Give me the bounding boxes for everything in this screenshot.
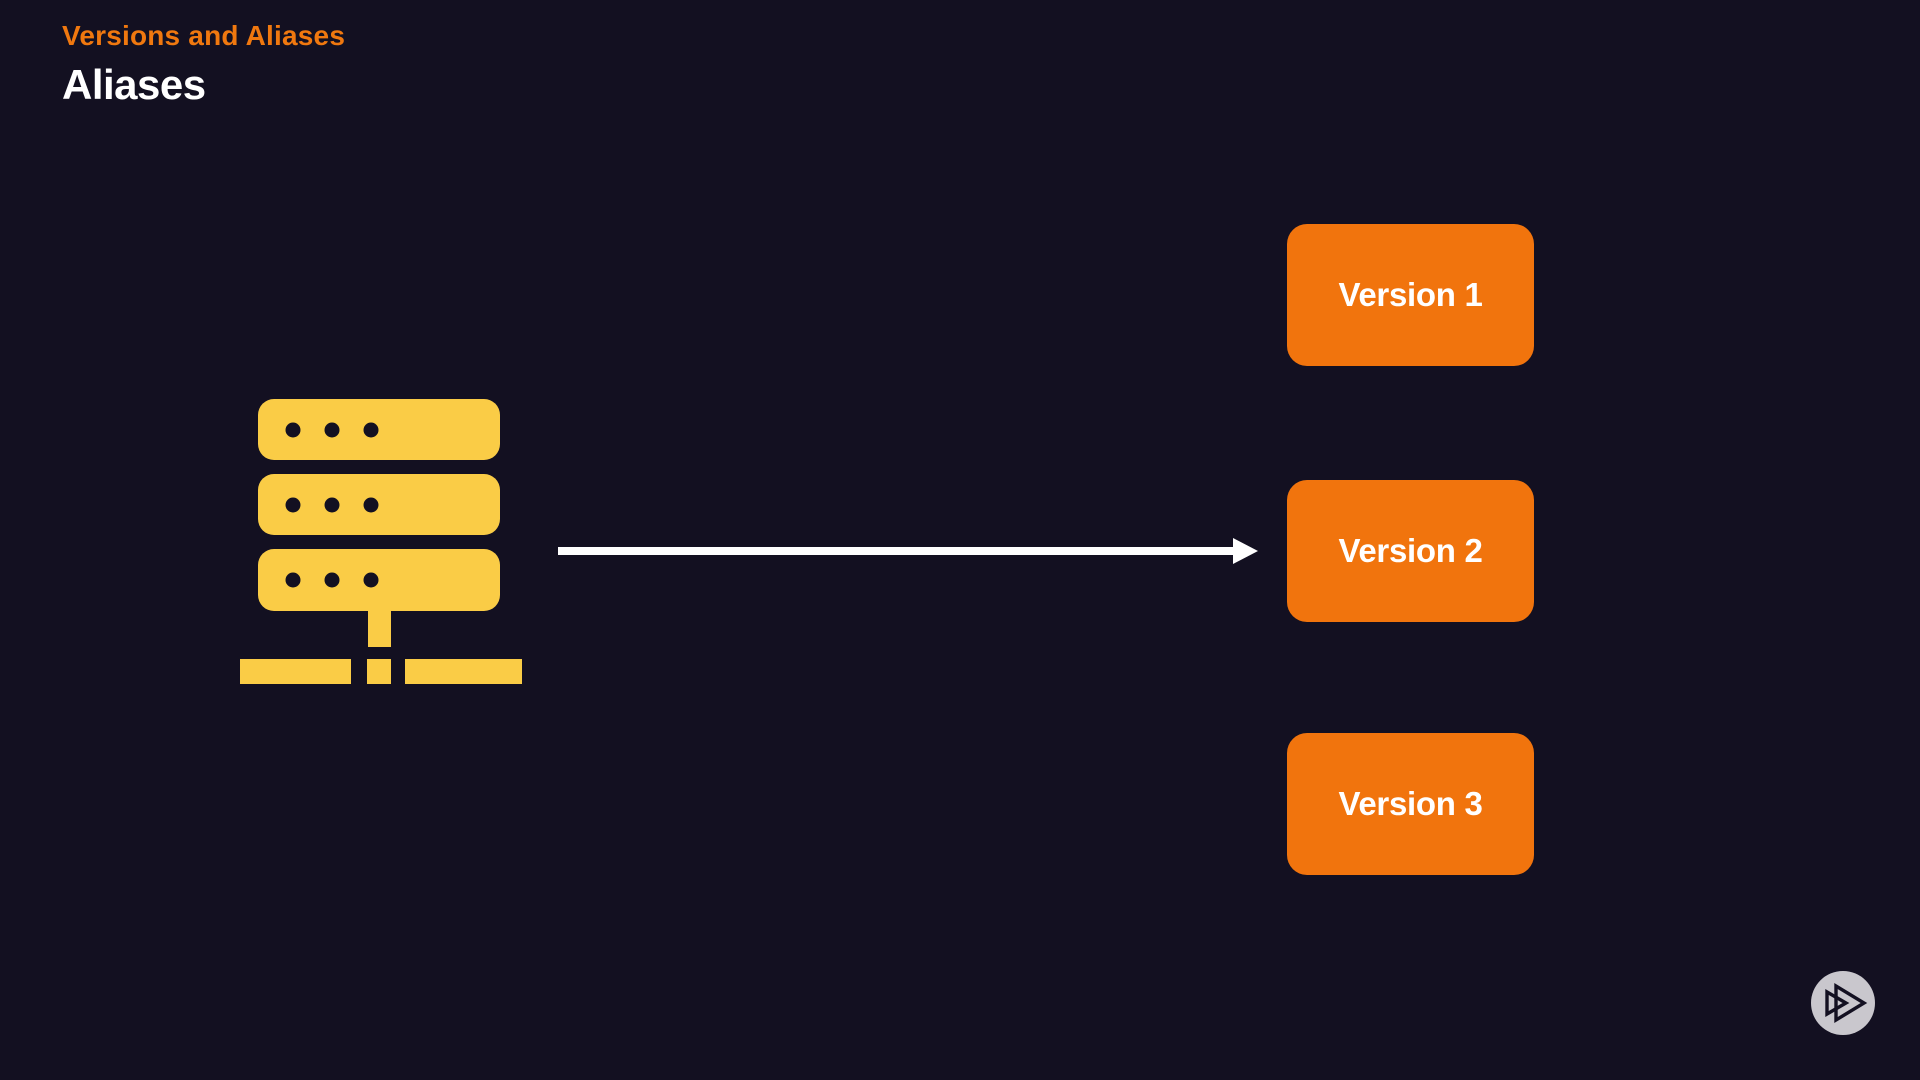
server-base <box>240 611 522 684</box>
version-box-2: Version 2 <box>1287 480 1534 622</box>
server-rack-bar-2 <box>258 474 500 535</box>
server-rack-bar-3 <box>258 549 500 611</box>
server-rack-bar-1 <box>258 399 500 460</box>
kicker-text: Versions and Aliases <box>62 20 346 51</box>
version-box-label: Version 3 <box>1338 785 1483 822</box>
arrow-to-version-2 <box>558 538 1258 564</box>
version-box-label: Version 2 <box>1338 532 1483 569</box>
version-box-3: Version 3 <box>1287 733 1534 875</box>
server-icon <box>240 399 522 684</box>
version-box-label: Version 1 <box>1338 276 1483 313</box>
page-title: Aliases <box>62 61 206 108</box>
pluralsight-play-icon <box>1811 971 1875 1035</box>
version-box-1: Version 1 <box>1287 224 1534 366</box>
play-triangle-large <box>1834 982 1868 1024</box>
